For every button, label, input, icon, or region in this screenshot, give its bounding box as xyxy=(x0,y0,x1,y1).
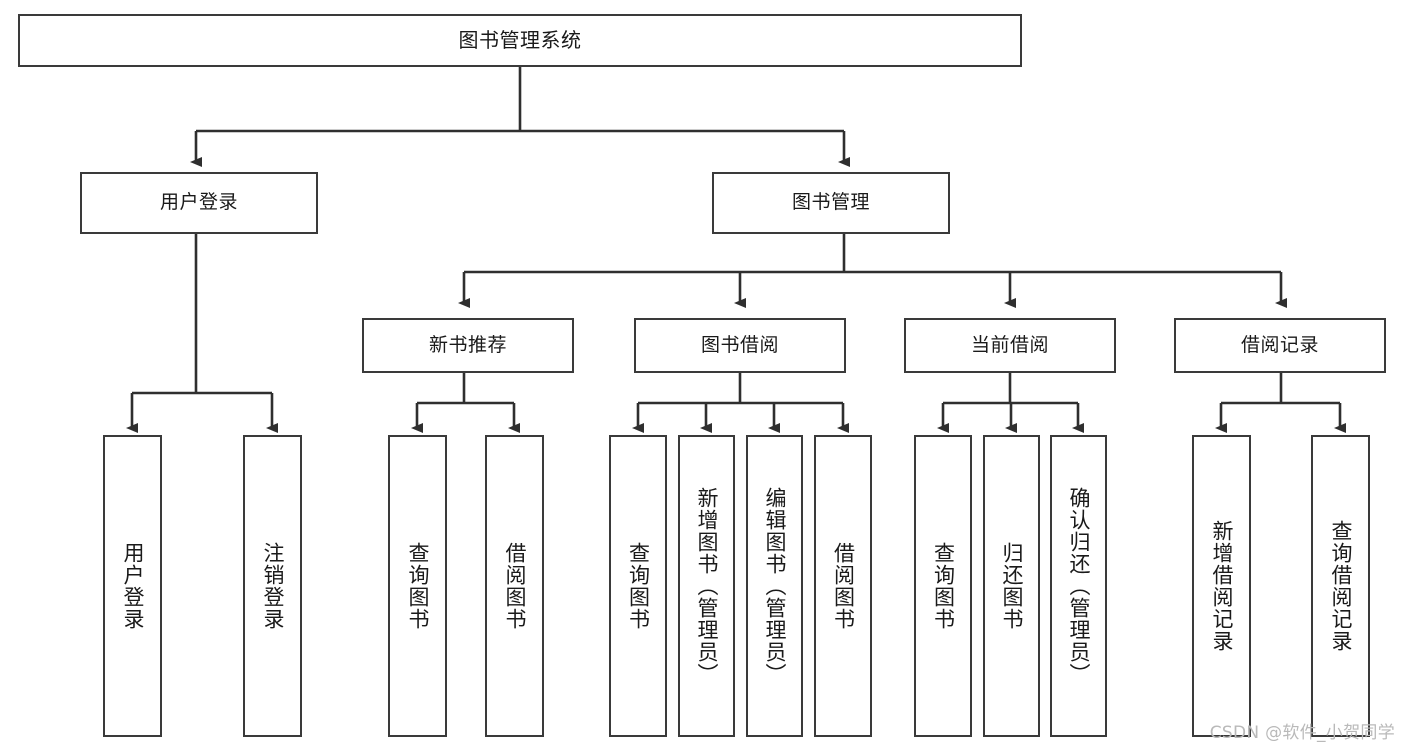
node-user-login[interactable]: 用户登录 xyxy=(80,172,318,234)
node-new-book-recommend[interactable]: 新书推荐 xyxy=(362,318,574,373)
node-label: 确认归还（管理员） xyxy=(1067,487,1091,685)
node-leaf-confirm-return[interactable]: 确认归还（管理员） xyxy=(1050,435,1107,737)
node-book-borrow[interactable]: 图书借阅 xyxy=(634,318,846,373)
node-label: 查询借阅记录 xyxy=(1329,520,1353,652)
node-label: 借阅图书 xyxy=(831,542,856,630)
csdn-watermark: CSDN @软件_小贺同学 xyxy=(1209,723,1395,743)
node-label: 图书借阅 xyxy=(700,333,779,356)
node-label: 归还图书 xyxy=(1000,542,1024,630)
node-root-book-management-system[interactable]: 图书管理系统 xyxy=(18,14,1022,67)
node-label: 查询图书 xyxy=(406,542,430,630)
node-label: 当前借阅 xyxy=(970,333,1049,356)
node-current-borrow[interactable]: 当前借阅 xyxy=(904,318,1116,373)
node-leaf-borrow-book-1[interactable]: 借阅图书 xyxy=(485,435,544,737)
node-leaf-edit-book[interactable]: 编辑图书（管理员） xyxy=(746,435,803,737)
node-label: 注销登录 xyxy=(261,542,285,630)
node-label: 编辑图书（管理员） xyxy=(763,487,787,685)
node-label: 图书管理 xyxy=(791,191,870,214)
node-leaf-borrow-book-2[interactable]: 借阅图书 xyxy=(814,435,872,737)
node-leaf-user-login[interactable]: 用户登录 xyxy=(103,435,162,737)
node-label: 图书管理系统 xyxy=(458,28,582,53)
node-leaf-user-logout[interactable]: 注销登录 xyxy=(243,435,302,737)
node-label: 借阅图书 xyxy=(503,542,527,630)
node-label: 用户登录 xyxy=(159,191,238,214)
node-label: 新增借阅记录 xyxy=(1210,520,1234,652)
node-label: 用户登录 xyxy=(121,542,145,630)
node-label: 查询图书 xyxy=(931,542,956,630)
node-label: 新增图书（管理员） xyxy=(695,487,719,685)
node-leaf-add-record[interactable]: 新增借阅记录 xyxy=(1192,435,1251,737)
node-leaf-query-record[interactable]: 查询借阅记录 xyxy=(1311,435,1370,737)
node-leaf-add-book[interactable]: 新增图书（管理员） xyxy=(678,435,735,737)
node-leaf-query-book-1[interactable]: 查询图书 xyxy=(388,435,447,737)
node-leaf-query-book-3[interactable]: 查询图书 xyxy=(914,435,972,737)
node-label: 新书推荐 xyxy=(428,333,507,356)
node-borrow-record[interactable]: 借阅记录 xyxy=(1174,318,1386,373)
node-book-management[interactable]: 图书管理 xyxy=(712,172,950,234)
node-leaf-query-book-2[interactable]: 查询图书 xyxy=(609,435,667,737)
node-label: 查询图书 xyxy=(626,542,651,630)
node-label: 借阅记录 xyxy=(1240,333,1319,356)
node-leaf-return-book[interactable]: 归还图书 xyxy=(983,435,1040,737)
